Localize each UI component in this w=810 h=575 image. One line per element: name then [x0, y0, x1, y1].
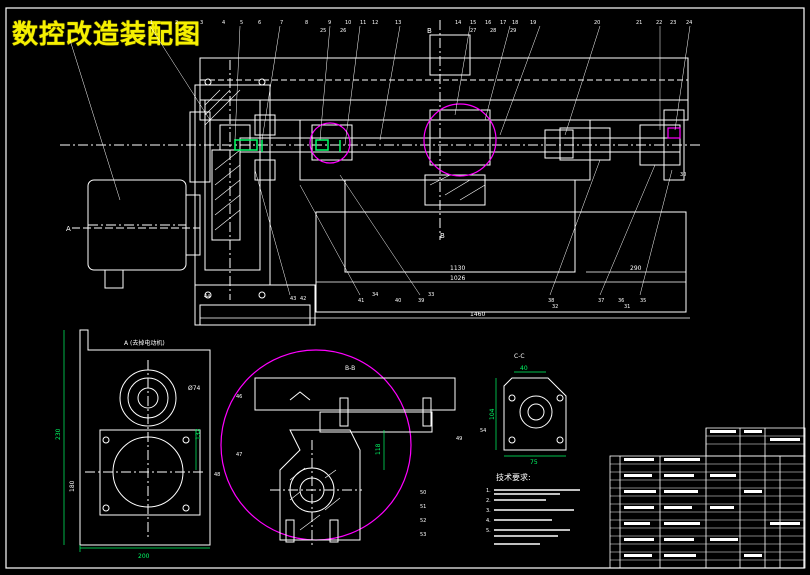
- callout-1: 1: [150, 20, 153, 26]
- view-cc-caption: C-C: [514, 353, 525, 360]
- view-cc-label-54: 54: [480, 428, 486, 434]
- view-bb: [254, 377, 456, 548]
- callout-32: 32: [552, 304, 558, 310]
- callout-22: 22: [656, 20, 662, 26]
- view-a-dim-left: 180: [69, 480, 76, 492]
- callout-25: 25: [320, 28, 326, 34]
- view-bb-label-52: 52: [420, 518, 426, 524]
- callout-9: 9: [328, 20, 331, 26]
- view-bb-dim-height: 118: [375, 443, 382, 455]
- callout-8: 8: [305, 20, 308, 26]
- callout-38: 38: [548, 298, 554, 304]
- view-bb-label-49: 49: [456, 436, 462, 442]
- callout-40: 40: [395, 298, 401, 304]
- callout-37: 37: [598, 298, 604, 304]
- tech-req-heading: 技术要求:: [496, 472, 531, 482]
- callout-15: 15: [470, 20, 476, 26]
- callout-4: 4: [222, 20, 225, 26]
- view-a-dim-inner: 132: [195, 428, 202, 440]
- tech-req-item-3: 3.: [486, 508, 491, 514]
- callout-36: 36: [618, 298, 624, 304]
- view-a-dim-phi: Ø74: [188, 385, 201, 392]
- leader-lines: [69, 25, 691, 296]
- callout-23: 23: [670, 20, 676, 26]
- callout-12: 12: [372, 20, 378, 26]
- view-bb-label-53: 53: [420, 532, 426, 538]
- callout-35: 35: [640, 298, 646, 304]
- callout-34: 34: [372, 292, 378, 298]
- view-a-caption: A (去掉电动机): [124, 339, 165, 347]
- drawing-title: 数控改造装配图: [12, 20, 202, 50]
- callout-10: 10: [345, 20, 351, 26]
- callout-17: 17: [500, 20, 506, 26]
- view-a-label-48: 48: [214, 472, 220, 478]
- callout-5: 5: [240, 20, 243, 26]
- tech-req-item-2: 2.: [486, 498, 491, 504]
- view-cc-dim-bottom: 75: [530, 459, 538, 466]
- callout-6: 6: [258, 20, 261, 26]
- view-cc-dim-top: 40: [520, 365, 528, 372]
- dim-1026: 1026: [450, 275, 465, 282]
- section-marker-b-bottom: B: [440, 232, 445, 240]
- callout-43: 43: [290, 296, 296, 302]
- section-marker-b-top: B: [427, 27, 432, 35]
- view-cc-dimensions: [495, 371, 566, 457]
- drawing-border: [5, 7, 805, 569]
- main-dimensions: [200, 271, 690, 319]
- detail-circles: [220, 103, 681, 541]
- callout-21: 21: [636, 20, 642, 26]
- callout-13: 13: [395, 20, 401, 26]
- bottom-callouts: 44 43 42 41 40 39 38 37 36 35 34 33 32 3…: [204, 172, 686, 310]
- callout-29: 29: [510, 28, 516, 34]
- parts-list: [609, 427, 806, 569]
- callout-16: 16: [485, 20, 491, 26]
- callout-19: 19: [530, 20, 536, 26]
- view-a-dim-width: 200: [138, 553, 150, 560]
- callout-33: 33: [428, 292, 434, 298]
- view-a-dimensions: [63, 330, 210, 552]
- callout-41: 41: [358, 298, 364, 304]
- view-bb-caption: B-B: [345, 365, 355, 372]
- callout-14: 14: [455, 20, 461, 26]
- view-cc: [503, 377, 567, 451]
- callout-3: 3: [200, 20, 203, 26]
- callout-42: 42: [300, 296, 306, 302]
- callout-30: 30: [680, 172, 686, 178]
- callout-26: 26: [340, 28, 346, 34]
- view-bb-label-51: 51: [420, 504, 426, 510]
- parts-list-fill: [624, 430, 800, 557]
- section-marker-a: A: [66, 225, 71, 233]
- dim-1460: 1460: [470, 311, 485, 318]
- callout-27: 27: [470, 28, 476, 34]
- callout-2: 2: [175, 20, 178, 26]
- view-bb-label-50: 50: [420, 490, 426, 496]
- highlight-marks: [234, 139, 341, 152]
- callout-31: 31: [624, 304, 630, 310]
- tech-req-item-1: 1.: [486, 488, 491, 494]
- view-bb-hatch: [289, 467, 341, 531]
- callout-11: 11: [360, 20, 366, 26]
- callout-18: 18: [512, 20, 518, 26]
- callout-44: 44: [204, 294, 210, 300]
- callout-24: 24: [686, 20, 692, 26]
- callout-39: 39: [418, 298, 424, 304]
- callout-20: 20: [594, 20, 600, 26]
- tech-req-item-5: 5.: [486, 528, 491, 534]
- dim-1130: 1130: [450, 265, 465, 272]
- tech-requirements: 技术要求: 1. 2. 3. 4. 5.: [486, 472, 580, 545]
- top-callouts: 1 2 3 4 5 6 7 8 9 10 11 12 13 14 15 16 1…: [150, 20, 692, 34]
- main-view: [60, 20, 700, 326]
- view-a-label-47: 47: [236, 452, 242, 458]
- tech-req-item-4: 4.: [486, 518, 491, 524]
- view-a: [79, 329, 211, 546]
- view-cc-dim-left: 104: [489, 408, 496, 420]
- dim-290: 290: [630, 265, 642, 272]
- callout-28: 28: [490, 28, 496, 34]
- view-a-dim-height: 230: [55, 428, 62, 440]
- callout-7: 7: [280, 20, 283, 26]
- view-a-label-46: 46: [236, 394, 242, 400]
